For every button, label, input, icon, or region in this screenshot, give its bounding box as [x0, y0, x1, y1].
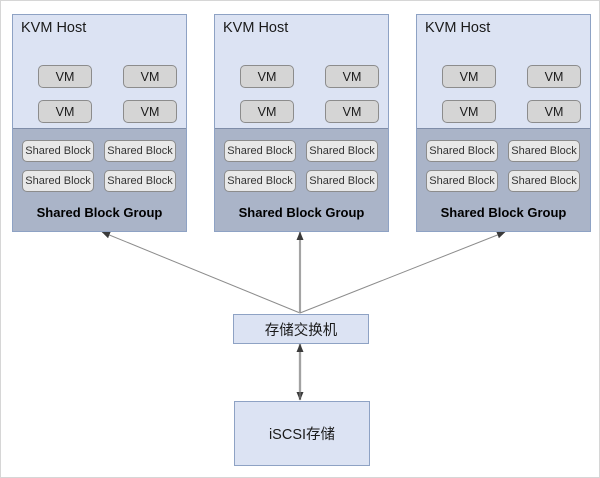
shared-block[interactable]: Shared Block [224, 170, 296, 192]
kvm-host-title: KVM Host [21, 20, 87, 36]
vm-box[interactable]: VM [123, 65, 177, 88]
kvm-host-title: KVM Host [223, 20, 289, 36]
link-switch-host-3 [299, 231, 506, 314]
shared-block[interactable]: Shared Block [508, 170, 580, 192]
vm-box[interactable]: VM [442, 65, 496, 88]
shared-block[interactable]: Shared Block [426, 140, 498, 162]
kvm-host-panel-1[interactable]: KVM Host VM VM VM VM Shared Block Shared… [12, 14, 187, 232]
shared-block[interactable]: Shared Block [104, 170, 176, 192]
link-switch-host-1 [101, 231, 301, 314]
vm-box[interactable]: VM [325, 100, 379, 123]
shared-block-group-label: Shared Block Group [440, 205, 567, 220]
shared-block-group-2[interactable]: Shared Block Shared Block Shared Block S… [215, 128, 388, 231]
shared-block[interactable]: Shared Block [104, 140, 176, 162]
vm-box[interactable]: VM [38, 65, 92, 88]
kvm-host-title: KVM Host [425, 20, 491, 36]
vm-box[interactable]: VM [325, 65, 379, 88]
vm-box[interactable]: VM [38, 100, 92, 123]
kvm-host-panel-2[interactable]: KVM Host VM VM VM VM Shared Block Shared… [214, 14, 389, 232]
vm-box[interactable]: VM [240, 100, 294, 123]
vm-box[interactable]: VM [442, 100, 496, 123]
vm-box[interactable]: VM [527, 65, 581, 88]
storage-switch-node[interactable]: 存储交换机 [233, 314, 369, 344]
shared-block[interactable]: Shared Block [22, 140, 94, 162]
shared-block[interactable]: Shared Block [306, 140, 378, 162]
shared-block[interactable]: Shared Block [224, 140, 296, 162]
vm-box[interactable]: VM [123, 100, 177, 123]
shared-block[interactable]: Shared Block [508, 140, 580, 162]
shared-block-group-1[interactable]: Shared Block Shared Block Shared Block S… [13, 128, 186, 231]
iscsi-storage-node[interactable]: iSCSI存储 [234, 401, 370, 466]
kvm-host-panel-3[interactable]: KVM Host VM VM VM VM Shared Block Shared… [416, 14, 591, 232]
shared-block-group-3[interactable]: Shared Block Shared Block Shared Block S… [417, 128, 590, 231]
shared-block-group-label: Shared Block Group [36, 205, 163, 220]
shared-block[interactable]: Shared Block [426, 170, 498, 192]
shared-block[interactable]: Shared Block [306, 170, 378, 192]
vm-box[interactable]: VM [240, 65, 294, 88]
vm-box[interactable]: VM [527, 100, 581, 123]
shared-block[interactable]: Shared Block [22, 170, 94, 192]
shared-block-group-label: Shared Block Group [238, 205, 365, 220]
